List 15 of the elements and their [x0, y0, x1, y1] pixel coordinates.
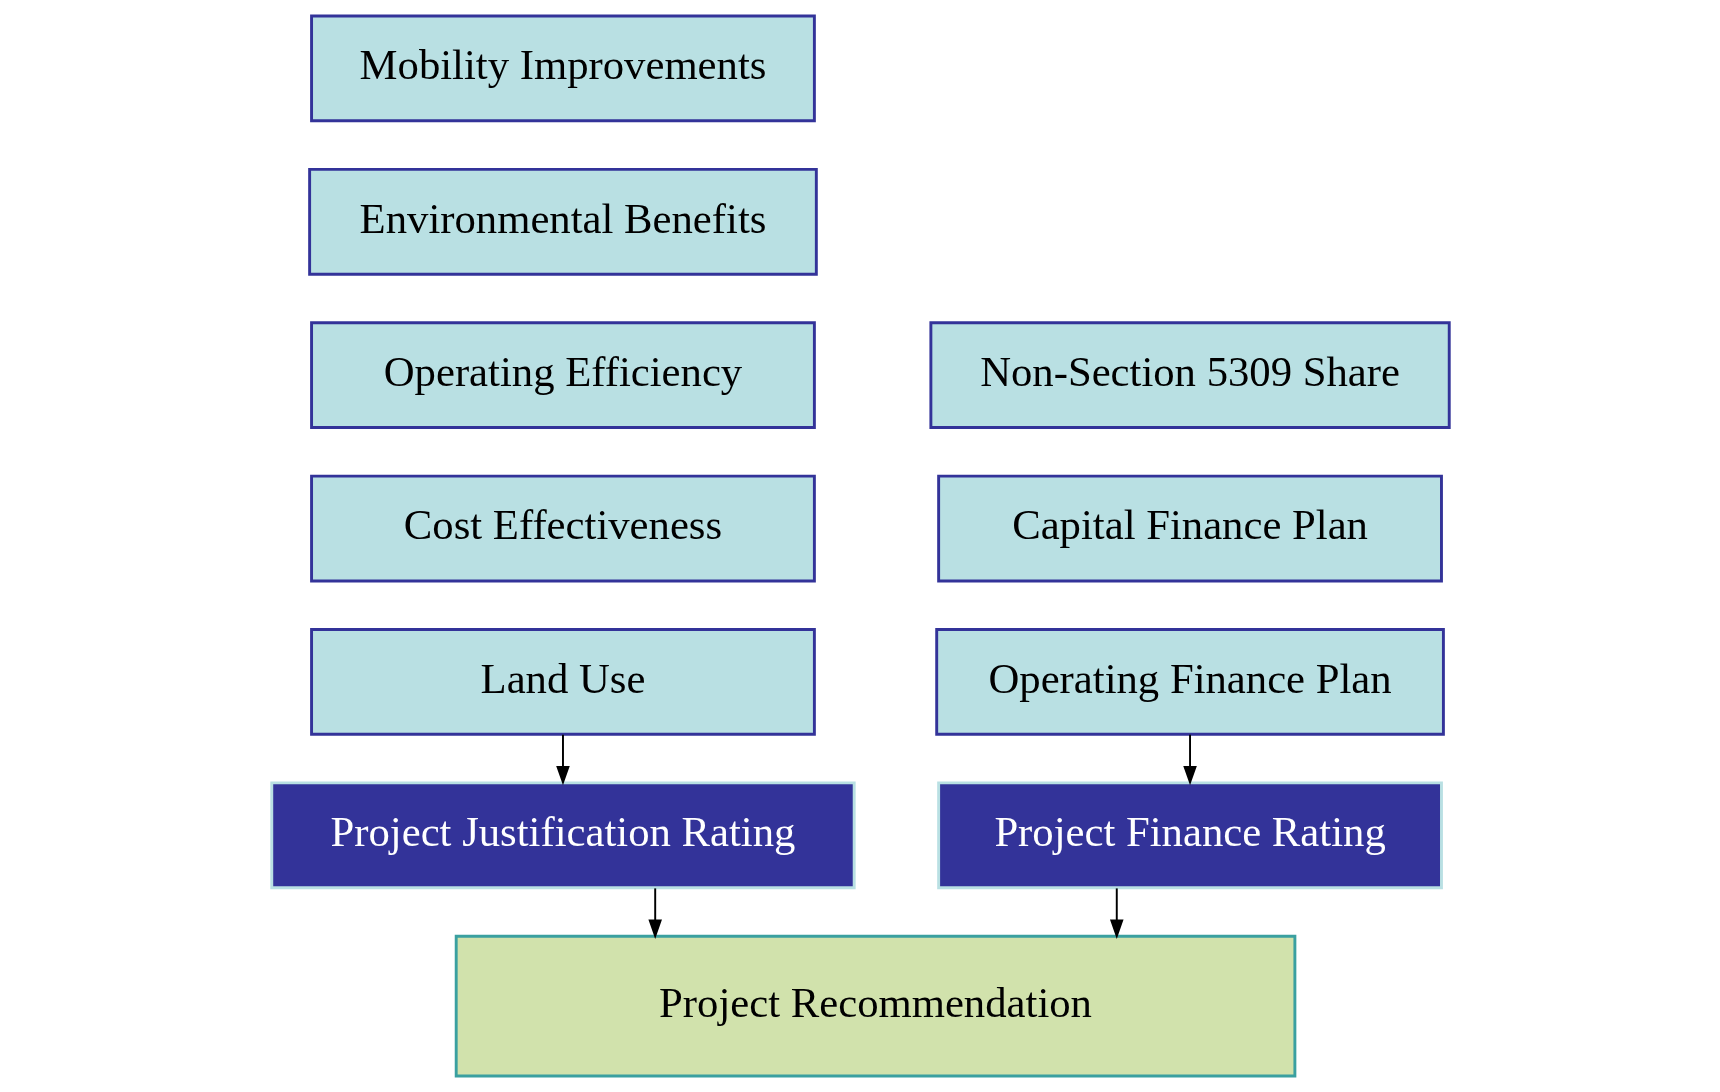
- node-box: Project Finance Rating: [936, 781, 1443, 890]
- node-box: Project Recommendation: [454, 934, 1296, 1078]
- arrow: [1182, 733, 1197, 786]
- node-box: Operating Efficiency: [309, 321, 816, 430]
- node-box: Environmental Benefits: [307, 167, 818, 276]
- arrow: [555, 733, 570, 786]
- arrow: [1109, 887, 1124, 939]
- node-box: Capital Finance Plan: [936, 474, 1443, 583]
- node-box: Mobility Improvements: [309, 14, 816, 123]
- node-box: Project Justification Rating: [269, 781, 856, 890]
- node-box: Non-Section 5309 Share: [928, 321, 1451, 430]
- node-box: Land Use: [309, 628, 816, 736]
- node-box: Operating Finance Plan: [934, 628, 1445, 736]
- arrow: [647, 887, 662, 939]
- node-box: Cost Effectiveness: [309, 474, 816, 583]
